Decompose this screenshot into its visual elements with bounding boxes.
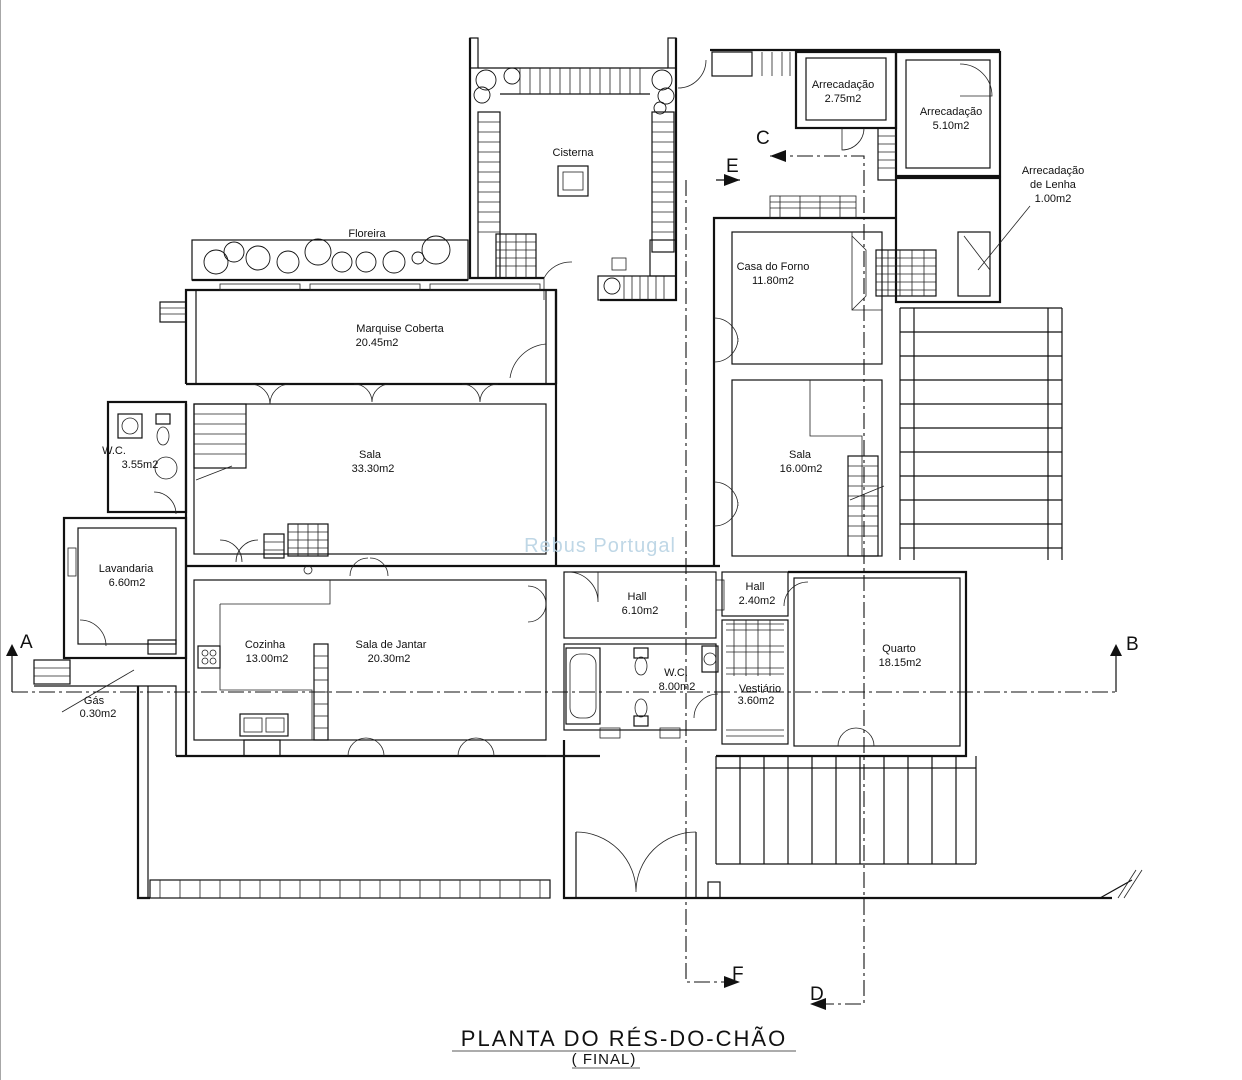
room-labels: Floreira Cisterna Arrecadação 2.75m2 Arr… (80, 79, 1085, 720)
lavandaria (33, 516, 188, 685)
cisterna-courtyard (468, 37, 678, 302)
wc-west (106, 400, 188, 515)
lenha-area: 1.00m2 (1035, 193, 1072, 205)
drawing-subtitle-text: ( FINAL) (572, 1051, 637, 1068)
sala-main (184, 383, 556, 577)
cozinha-area: 13.00m2 (246, 653, 289, 665)
wc-center (563, 643, 719, 739)
sala-east (713, 379, 885, 557)
sala-east-label: Sala (789, 449, 812, 461)
lavandaria-label: Lavandaria (99, 563, 154, 575)
marquise-area: 20.45m2 (356, 337, 399, 349)
arrecadacao-large-area: 5.10m2 (933, 120, 970, 132)
hall-east-area: 2.40m2 (739, 595, 776, 607)
section-f-label: F (732, 964, 744, 985)
lenha-label-line1: Arrecadação (1022, 165, 1084, 177)
section-a-label: A (20, 632, 33, 653)
section-c-label: C (756, 128, 770, 149)
casa-do-forno (712, 195, 937, 566)
north-storage-block (677, 48, 1002, 304)
courtyard-plants (473, 67, 675, 295)
lenha-label-line2: de Lenha (1030, 179, 1077, 191)
quarto-area: 18.15m2 (879, 657, 922, 669)
courtyard-wall (34, 290, 1143, 900)
vestiario-label: Vestiário (739, 683, 781, 695)
hall-center (556, 564, 725, 639)
floreira-label: Floreira (348, 228, 386, 240)
marquise-label: Marquise Coberta (356, 323, 444, 335)
jantar-area: 20.30m2 (368, 653, 411, 665)
section-cut-lines (6, 150, 1122, 1010)
wc-center-label: W.C. (664, 667, 688, 679)
section-letters: A B C D E F (20, 128, 1139, 1005)
cisterna-tank (557, 165, 589, 197)
wc-west-label: W.C. (102, 445, 126, 457)
quarto-label: Quarto (882, 643, 916, 655)
cozinha-label: Cozinha (245, 639, 286, 651)
drawing-title: PLANTA DO RÉS-DO-CHÃO ( FINAL) (452, 1026, 796, 1069)
watermark-text: Rebus Portugal (524, 535, 676, 557)
cisterna-label: Cisterna (553, 147, 595, 159)
lavandaria-area: 6.60m2 (109, 577, 146, 589)
gas-label: Gás (84, 695, 105, 707)
forno-label: Casa do Forno (737, 261, 810, 273)
pergola-east (899, 307, 1063, 560)
arrecadacao-small-area: 2.75m2 (825, 93, 862, 105)
hall-center-label: Hall (628, 591, 647, 603)
hall-vestiario (721, 571, 809, 745)
sala-east-area: 16.00m2 (780, 463, 823, 475)
vestiario-area: 3.60m2 (738, 695, 775, 707)
jantar-label: Sala de Jantar (356, 639, 427, 651)
hall-east-label: Hall (746, 581, 765, 593)
arrecadacao-small-label: Arrecadação (812, 79, 874, 91)
hall-center-area: 6.10m2 (622, 605, 659, 617)
gas-area: 0.30m2 (80, 708, 117, 720)
wc-west-area: 3.55m2 (122, 459, 159, 471)
cozinha-jantar (176, 566, 600, 758)
quarto (716, 570, 968, 758)
wc-center-area: 8.00m2 (659, 681, 696, 693)
section-e-label: E (726, 156, 739, 177)
pergola-south (715, 756, 977, 865)
sala-main-area: 33.30m2 (352, 463, 395, 475)
floreira-planter (191, 235, 469, 282)
arrecadacao-large-label: Arrecadação (920, 106, 982, 118)
drawing-title-text: PLANTA DO RÉS-DO-CHÃO (461, 1026, 787, 1051)
forno-area: 11.80m2 (752, 275, 794, 287)
section-b-label: B (1126, 634, 1139, 655)
section-d-label: D (810, 984, 824, 1005)
sala-main-label: Sala (359, 449, 382, 461)
